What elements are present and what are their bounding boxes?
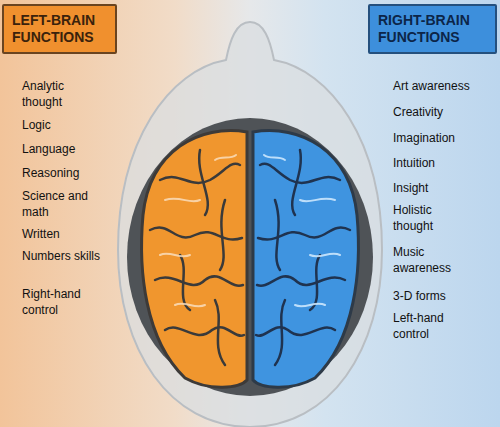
head-outline: [118, 22, 382, 427]
function-label: 3-D forms: [393, 288, 475, 304]
function-label: Art awareness: [393, 78, 475, 94]
function-label: Music awareness: [393, 244, 475, 276]
function-label: Language: [22, 141, 102, 157]
function-label: Left-hand control: [393, 310, 475, 342]
left-hemisphere: [142, 131, 247, 388]
function-label: Reasoning: [22, 165, 102, 181]
function-label: Holistic thought: [393, 202, 475, 234]
function-label: Numbers skills: [22, 248, 102, 264]
function-label: Written: [22, 226, 102, 242]
header-text: RIGHT-BRAIN FUNCTIONS: [378, 12, 487, 46]
header-box: LEFT-BRAIN FUNCTIONS: [2, 4, 117, 54]
function-label: Intuition: [393, 155, 475, 171]
right-highlights: [264, 155, 340, 306]
header-text: LEFT-BRAIN FUNCTIONS: [12, 12, 107, 46]
left-highlights: [160, 155, 236, 306]
function-label: Insight: [393, 180, 475, 196]
right-sulci: [256, 150, 350, 365]
function-label: Creativity: [393, 104, 475, 120]
right-hemisphere: [253, 131, 358, 388]
function-label: Analytic thought: [22, 78, 102, 110]
left-sulci: [150, 150, 244, 365]
header-box: RIGHT-BRAIN FUNCTIONS: [368, 4, 497, 54]
function-label: Imagination: [393, 130, 475, 146]
function-label: Science and math: [22, 188, 102, 220]
function-label: Right-hand control: [22, 286, 102, 318]
skull-disk: [127, 118, 373, 396]
function-label: Logic: [22, 117, 102, 133]
